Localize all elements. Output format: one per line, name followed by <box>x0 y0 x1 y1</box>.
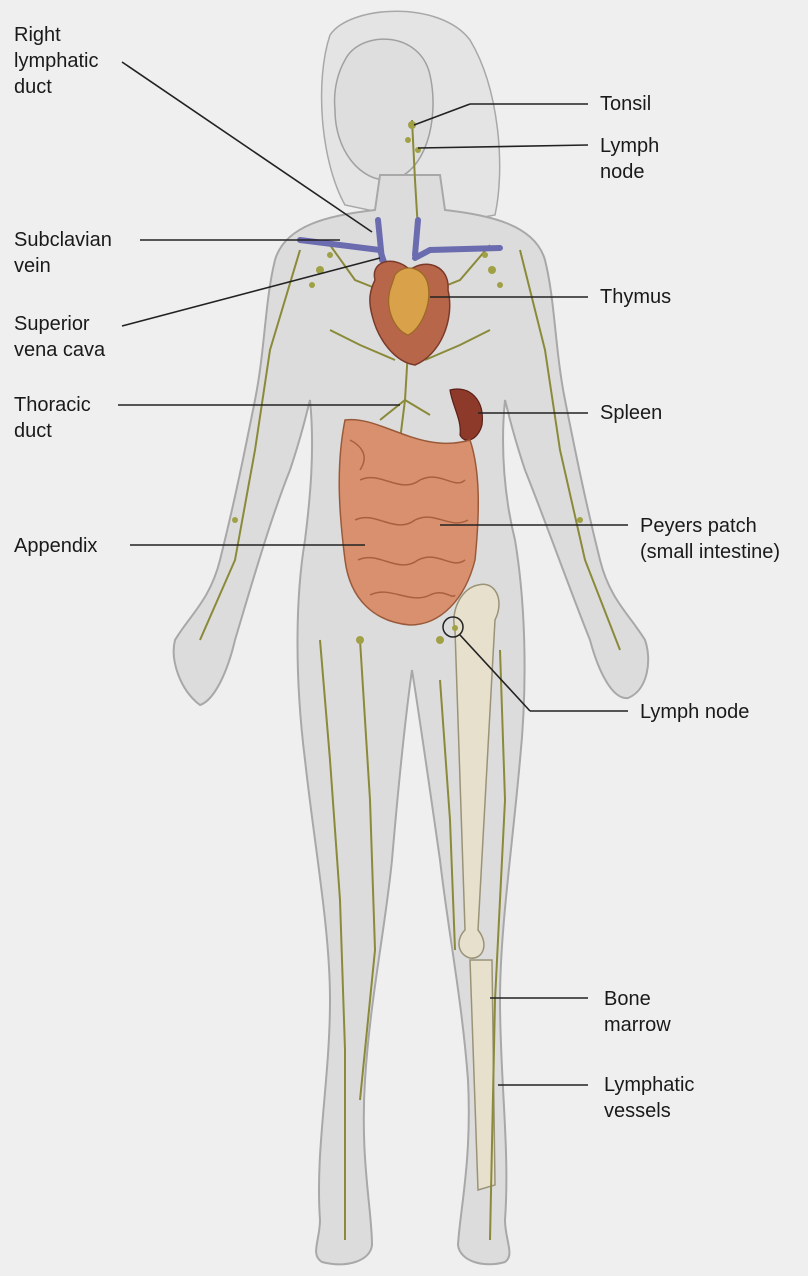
label-line: node <box>600 159 659 185</box>
label-line: vessels <box>604 1098 694 1124</box>
label-line: vein <box>14 253 112 279</box>
label-thymus: Thymus <box>600 284 671 310</box>
label-line: Right <box>14 22 98 48</box>
label-appendix: Appendix <box>14 533 97 559</box>
label-subclavian-vein: Subclavian vein <box>14 227 112 279</box>
label-line: Superior <box>14 311 105 337</box>
label-line: Lymph node <box>640 699 749 725</box>
label-line: Lymphatic <box>604 1072 694 1098</box>
label-thoracic-duct: Thoracic duct <box>14 392 91 444</box>
label-line: Bone <box>604 986 671 1012</box>
label-line: Thoracic <box>14 392 91 418</box>
label-line: Peyers patch <box>640 513 780 539</box>
label-line: (small intestine) <box>640 539 780 565</box>
label-tonsil: Tonsil <box>600 91 651 117</box>
label-line: Tonsil <box>600 91 651 117</box>
label-peyers-patch: Peyers patch (small intestine) <box>640 513 780 565</box>
label-line: Thymus <box>600 284 671 310</box>
label-line: Appendix <box>14 533 97 559</box>
label-superior-vena-cava: Superior vena cava <box>14 311 105 363</box>
label-right-lymphatic-duct: Right lymphatic duct <box>14 22 98 100</box>
label-line: Lymph <box>600 133 659 159</box>
label-line: vena cava <box>14 337 105 363</box>
label-line: duct <box>14 418 91 444</box>
label-line: Spleen <box>600 400 662 426</box>
label-line: marrow <box>604 1012 671 1038</box>
label-spleen: Spleen <box>600 400 662 426</box>
head <box>335 39 433 180</box>
label-lymph-node-groin: Lymph node <box>640 699 749 725</box>
label-bone-marrow: Bone marrow <box>604 986 671 1038</box>
label-line: lymphatic <box>14 48 98 74</box>
label-lymphatic-vessels: Lymphatic vessels <box>604 1072 694 1124</box>
label-line: Subclavian <box>14 227 112 253</box>
label-lymph-node-neck: Lymph node <box>600 133 659 185</box>
label-line: duct <box>14 74 98 100</box>
